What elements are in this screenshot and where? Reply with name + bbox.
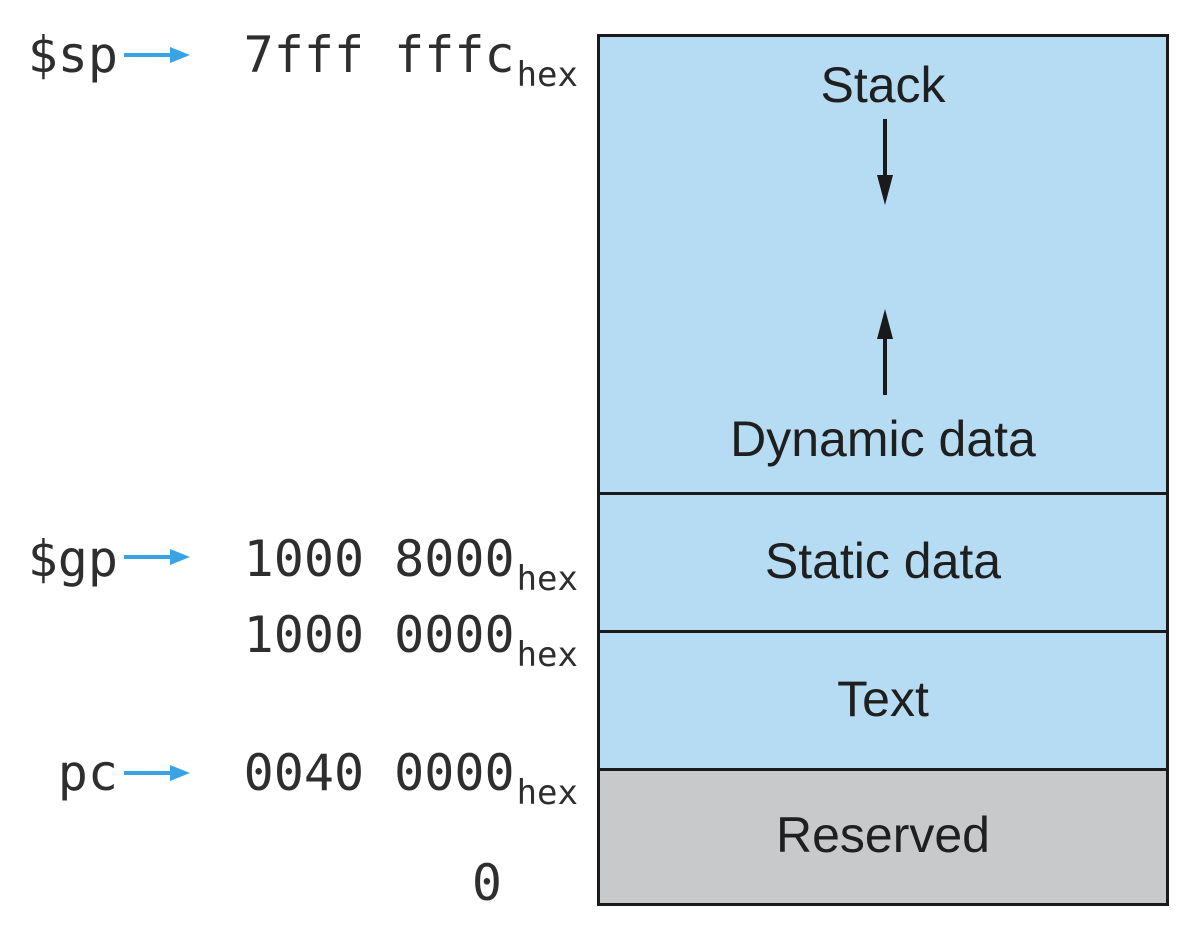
sp-address-value: 7fff fffc xyxy=(243,26,515,84)
sp-address-suffix: hex xyxy=(516,55,578,95)
gp-address-value: 1000 8000 xyxy=(243,530,515,588)
sp-register-label: $sp xyxy=(27,26,118,84)
down-arrow-icon xyxy=(877,119,893,205)
static-data-segment: Static data xyxy=(600,492,1166,630)
reserved-label: Reserved xyxy=(776,807,990,863)
text-label: Text xyxy=(837,671,929,727)
zero-address: 0 xyxy=(471,854,502,912)
gp-pointer-arrow-icon xyxy=(124,549,190,565)
pc-address-value: 0040 0000 xyxy=(243,744,515,802)
pc-address: 0040 0000hex xyxy=(244,748,578,813)
up-arrow-icon xyxy=(877,309,893,395)
gp-register-label: $gp xyxy=(27,530,118,588)
text-start-address: 1000 0000hex xyxy=(244,610,578,675)
text-start-address-suffix: hex xyxy=(516,635,578,675)
dynamic-data-label: Dynamic data xyxy=(730,411,1036,467)
text-start-address-value: 1000 0000 xyxy=(243,606,515,664)
pc-register-label: pc xyxy=(57,744,118,802)
pc-address-suffix: hex xyxy=(516,773,578,813)
pc-pointer-arrow-icon xyxy=(124,765,190,781)
gp-address: 1000 8000hex xyxy=(244,534,578,599)
sp-address: 7fff fffchex xyxy=(244,30,578,95)
stack-label: Stack xyxy=(820,57,946,113)
memory-map: Stack Dynamic data Static data Text Rese… xyxy=(597,34,1169,906)
sp-pointer-arrow-icon xyxy=(124,47,190,63)
reserved-segment: Reserved xyxy=(600,768,1166,903)
stack-dynamic-segment: Stack Dynamic data xyxy=(600,37,1166,492)
static-data-label: Static data xyxy=(764,533,1002,589)
gp-address-suffix: hex xyxy=(516,559,578,599)
text-segment: Text xyxy=(600,630,1166,768)
